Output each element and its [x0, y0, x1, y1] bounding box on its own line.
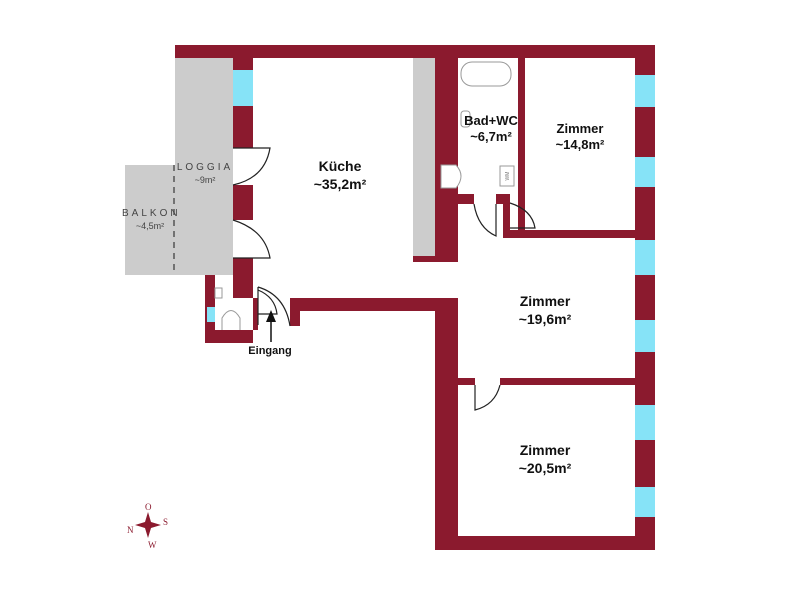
- room-area: ~9m²: [194, 174, 216, 185]
- room-zimmer-2: Zimmer ~19,6m²: [495, 293, 595, 328]
- zimmer2-door: [474, 384, 501, 411]
- wall-bath-bottom-left: [458, 194, 474, 204]
- bath-toilet: [440, 164, 462, 189]
- wall-zimmer2-bottom-b: [500, 378, 635, 385]
- loggia-door-2: [232, 219, 271, 259]
- room-bad: Bad+WC ~6,7m²: [451, 113, 531, 146]
- zimmer1-door: [509, 202, 536, 229]
- wall-kitchen-counter-end: [413, 256, 458, 262]
- room-name: Bad+WC: [464, 113, 518, 128]
- window: [635, 405, 655, 440]
- wc-sink: [214, 287, 223, 299]
- walls: [175, 45, 655, 550]
- washing-machine-label: WM: [505, 172, 511, 181]
- entrance-arrow-head: [266, 310, 276, 322]
- room-name: Zimmer: [519, 442, 571, 458]
- wall-lower-left: [435, 298, 458, 550]
- room-area: ~6,7m²: [470, 129, 512, 145]
- room-area: ~14,8m²: [555, 137, 605, 153]
- washing-machine: [499, 165, 515, 187]
- window: [635, 487, 655, 517]
- compass-w: W: [148, 540, 157, 550]
- compass-s: S: [163, 517, 168, 527]
- wall-zimmer2-bottom-a: [458, 378, 475, 385]
- wall-wc-right: [253, 298, 258, 330]
- window: [635, 240, 655, 275]
- wall-zimmer1-left: [503, 194, 510, 238]
- bath-sink: [460, 110, 471, 128]
- doors: [232, 147, 536, 411]
- room-zimmer-1: Zimmer ~14,8m²: [530, 121, 630, 154]
- wall-wc-bottom: [205, 330, 253, 343]
- compass-icon: O N S W: [127, 502, 168, 550]
- compass-n: N: [127, 525, 134, 535]
- windows: [207, 70, 655, 517]
- window: [635, 320, 655, 352]
- room-kueche: Küche ~35,2m²: [290, 158, 390, 193]
- window: [233, 70, 253, 106]
- room-loggia: LOGGIA ~9m²: [175, 162, 235, 186]
- loggia-door-1: [232, 147, 271, 186]
- wall-kitchen-right: [435, 45, 458, 262]
- room-name: Zimmer: [519, 293, 571, 309]
- balkon-area: [125, 165, 175, 275]
- room-area: ~4,5m²: [135, 220, 165, 231]
- window: [635, 75, 655, 107]
- wall-bottom: [435, 536, 655, 550]
- window: [635, 157, 655, 187]
- wall-bath-bottom-right: [496, 194, 508, 204]
- wall-right: [635, 45, 655, 550]
- room-area: ~20,5m²: [518, 459, 572, 476]
- entrance-door: [257, 286, 291, 327]
- room-area: ~19,6m²: [518, 310, 572, 327]
- bathtub: [460, 61, 512, 87]
- room-area: ~35,2m²: [313, 175, 367, 192]
- room-name: LOGGIA: [176, 162, 234, 173]
- wall-zimmer1-bottom: [503, 230, 635, 238]
- wall-bath-right: [518, 58, 525, 238]
- wall-corridor-top: [290, 298, 458, 311]
- wall-kitchen-left-low: [233, 258, 253, 298]
- room-balkon: BALKON ~4,5m²: [122, 208, 178, 232]
- room-zimmer-3: Zimmer ~20,5m²: [495, 442, 595, 477]
- room-name: Zimmer: [556, 121, 604, 136]
- wall-top: [175, 45, 655, 58]
- wall-kitchen-left-mid: [233, 185, 253, 220]
- loggia-area: [175, 58, 233, 275]
- kitchen-counter: [413, 58, 435, 256]
- entrance-label: Eingang: [248, 345, 292, 357]
- window: [207, 307, 215, 322]
- room-name: BALKON: [122, 208, 181, 219]
- compass-o: O: [145, 502, 152, 512]
- fixtures: [214, 61, 515, 330]
- room-name: Küche: [318, 158, 362, 174]
- wc-toilet: [221, 310, 241, 330]
- wall-corridor-stub: [290, 298, 300, 326]
- bath-door: [473, 203, 497, 237]
